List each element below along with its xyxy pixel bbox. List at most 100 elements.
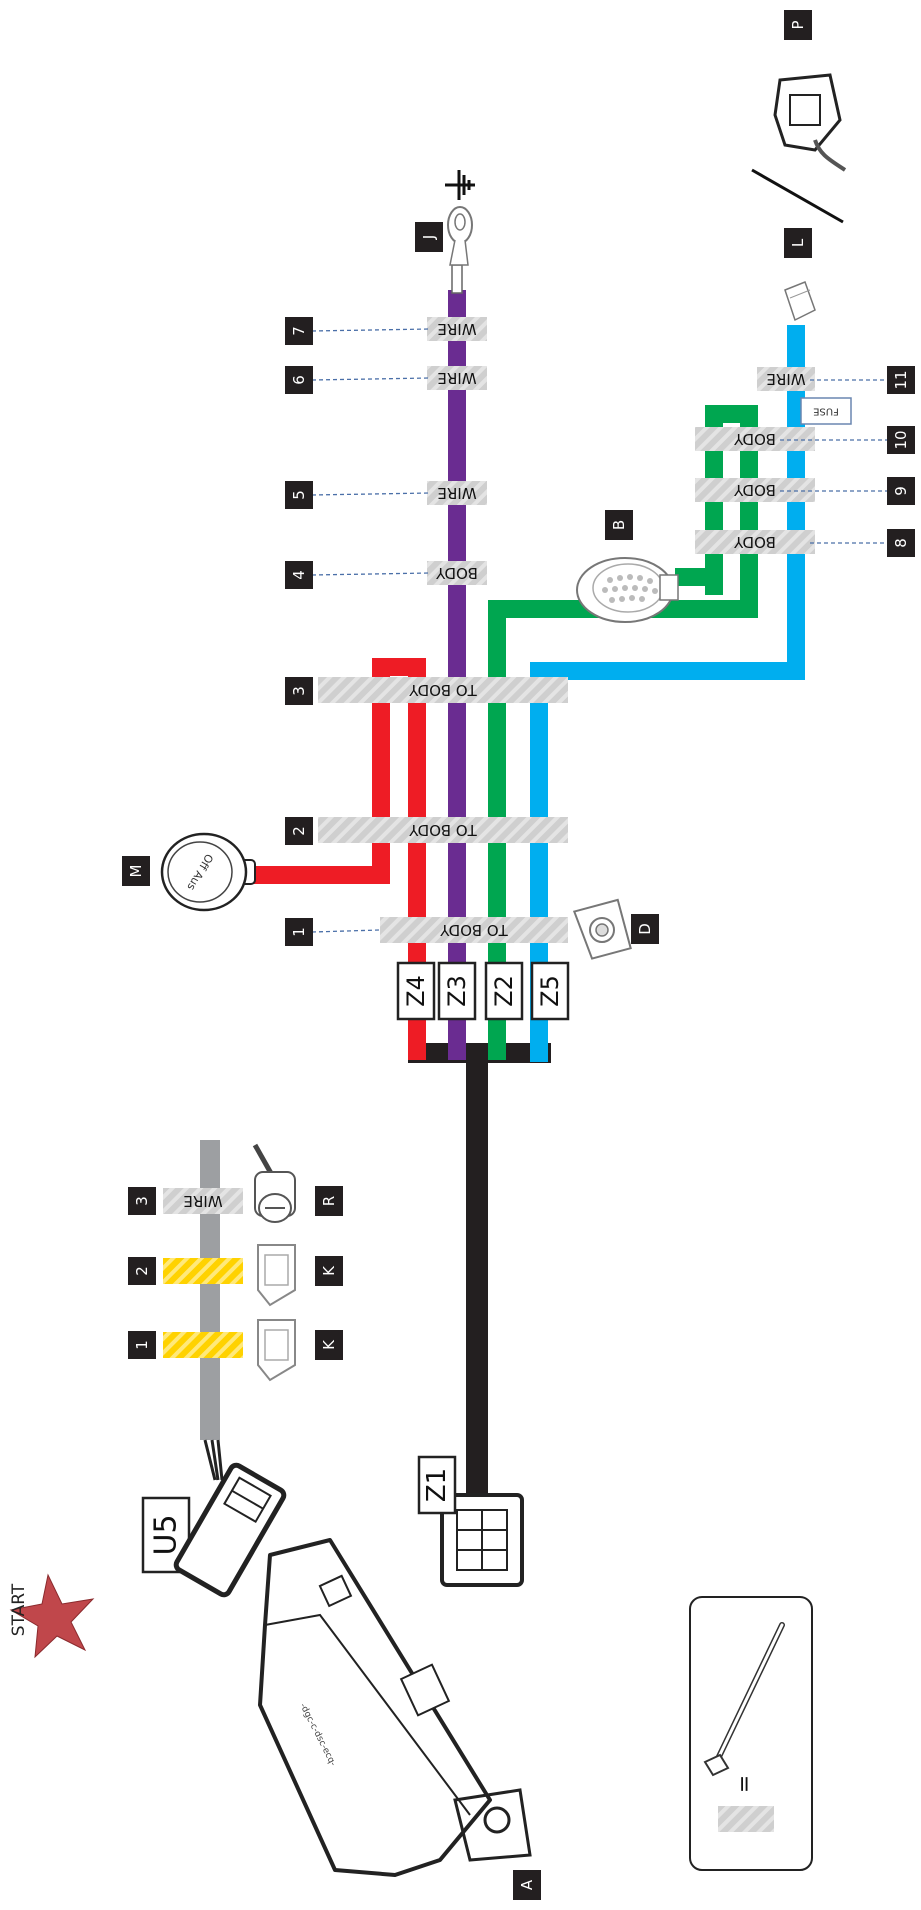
svg-text:BODY: BODY xyxy=(733,430,776,448)
z5-code-box: Z5 xyxy=(530,961,570,1021)
svg-text:J: J xyxy=(420,235,438,240)
z1-connector xyxy=(440,1493,524,1587)
svg-text:2: 2 xyxy=(133,1266,151,1276)
marker-1: 1 xyxy=(285,918,313,946)
black-trunk-wire xyxy=(466,1055,488,1495)
svg-text:6: 6 xyxy=(290,375,308,385)
part-k-label: K xyxy=(315,1256,343,1286)
svg-text:FUSE: FUSE xyxy=(813,406,839,417)
ground-icon xyxy=(445,170,475,200)
left-marker-2: 2 xyxy=(128,1257,156,1285)
svg-text:R: R xyxy=(320,1196,338,1206)
svg-text:4: 4 xyxy=(290,570,308,580)
legend-equals: = xyxy=(733,1775,758,1793)
purple-wire xyxy=(448,290,466,1060)
terminal-l-icon xyxy=(784,281,816,322)
tape-body-8: BODY xyxy=(695,530,815,554)
part-m-label: M xyxy=(122,856,150,886)
svg-text:B: B xyxy=(610,520,628,530)
svg-text:3: 3 xyxy=(133,1196,151,1206)
svg-text:BODY: BODY xyxy=(733,533,776,551)
svg-text:9: 9 xyxy=(892,486,910,496)
left-tape-yellow-1 xyxy=(163,1332,243,1358)
svg-text:A: A xyxy=(518,1879,536,1890)
svg-text:10: 10 xyxy=(892,430,910,449)
left-tape-wire xyxy=(163,1188,243,1214)
marker-7: 7 xyxy=(285,317,313,345)
svg-text:3: 3 xyxy=(290,686,308,696)
svg-text:P: P xyxy=(789,20,807,29)
svg-text:11: 11 xyxy=(892,370,910,389)
svg-text:M: M xyxy=(127,865,145,878)
svg-text:Z4: Z4 xyxy=(402,975,430,1007)
cable-tie-icon xyxy=(703,1622,785,1777)
part-k-label: K xyxy=(315,1330,343,1360)
marker-4: 4 xyxy=(285,561,313,589)
left-marker-1: 1 xyxy=(128,1331,156,1359)
z2-code-box: Z2 xyxy=(484,961,524,1021)
marker-6: 6 xyxy=(285,366,313,394)
svg-text:WIRE: WIRE xyxy=(437,369,476,387)
marker-3: 3 xyxy=(285,677,313,705)
svg-text:U5: U5 xyxy=(149,1514,184,1555)
svg-text:TO BODY: TO BODY xyxy=(408,681,477,699)
legend-tape-swatch xyxy=(718,1806,774,1832)
tape-to-body-1: TO BODY xyxy=(380,917,568,943)
svg-text:TO BODY: TO BODY xyxy=(408,821,477,839)
clip-k-icon xyxy=(257,1319,296,1382)
legend-box: = xyxy=(689,1596,813,1871)
tape-body-9: BODY xyxy=(695,478,815,502)
red-wire xyxy=(408,660,426,1060)
svg-text:BODY: BODY xyxy=(435,564,478,582)
clip-d-icon xyxy=(572,898,632,960)
grommet-r-icon xyxy=(252,1143,296,1223)
svg-text:BODY: BODY xyxy=(733,481,776,499)
gray-wire xyxy=(200,1140,220,1440)
button-m-icon: Off Aus xyxy=(160,832,256,912)
svg-text:Z3: Z3 xyxy=(443,975,471,1007)
marker-5: 5 xyxy=(285,481,313,509)
z1-code-box: Z1 xyxy=(417,1455,457,1515)
svg-text:L: L xyxy=(789,238,807,247)
z4-code-box: Z4 xyxy=(396,961,436,1021)
tape-wire-7: WIRE xyxy=(427,317,487,341)
part-p-label: P xyxy=(784,10,812,40)
part-j-label: J xyxy=(415,222,443,252)
tape-wire-6: WIRE xyxy=(427,366,487,390)
tape-wire-11: WIRE xyxy=(757,367,815,391)
marker-9: 9 xyxy=(887,477,915,505)
buzzer-b-icon xyxy=(576,557,679,623)
svg-text:K: K xyxy=(320,1339,338,1350)
plug-p-icon xyxy=(773,73,847,172)
black-splice-bar xyxy=(408,1043,551,1063)
part-d-label: D xyxy=(631,914,659,944)
svg-text:2: 2 xyxy=(290,826,308,836)
marker-2: 2 xyxy=(285,817,313,845)
svg-text:WIRE: WIRE xyxy=(766,370,805,388)
part-a-label: A xyxy=(513,1870,541,1900)
u5-connector xyxy=(173,1462,287,1598)
clip-k-icon xyxy=(257,1244,296,1307)
svg-text:WIRE: WIRE xyxy=(437,320,476,338)
part-b-label: B xyxy=(605,510,633,540)
svg-text:K: K xyxy=(320,1265,338,1276)
svg-text:WIRE: WIRE xyxy=(437,484,476,502)
marker-11: 11 xyxy=(887,366,915,394)
svg-text:Z5: Z5 xyxy=(536,975,564,1007)
svg-text:7: 7 xyxy=(290,326,308,336)
start-label: START xyxy=(9,1583,29,1636)
svg-text:D: D xyxy=(636,923,654,935)
z3-code-box: Z3 xyxy=(437,961,477,1021)
start-star-icon xyxy=(9,1573,95,1659)
left-marker-3: 3 xyxy=(128,1187,156,1215)
svg-text:TO BODY: TO BODY xyxy=(439,921,508,939)
svg-text:Z1: Z1 xyxy=(422,1468,452,1502)
marker-8: 8 xyxy=(887,529,915,557)
part-r-label: R xyxy=(315,1186,343,1216)
svg-text:5: 5 xyxy=(290,490,308,500)
ring-terminal-j-icon xyxy=(447,206,473,294)
tape-wire-5: WIRE xyxy=(427,481,487,505)
svg-text:8: 8 xyxy=(892,538,910,548)
svg-text:1: 1 xyxy=(290,927,308,937)
